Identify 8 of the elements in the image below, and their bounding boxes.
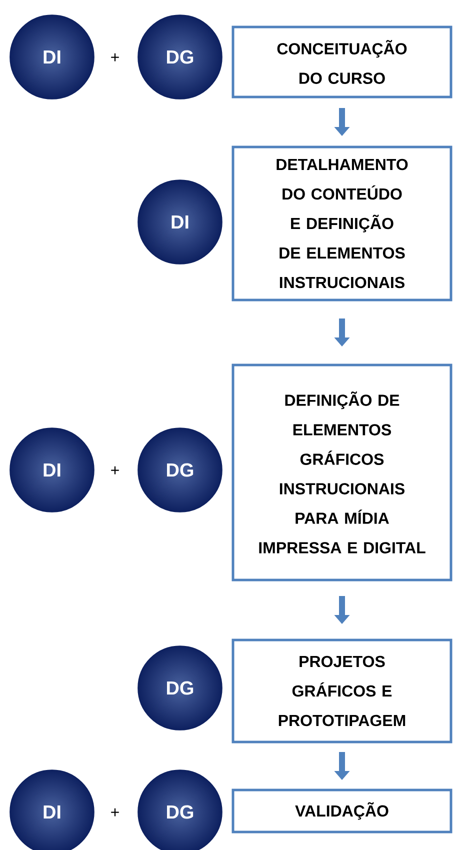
plus-sign: + [111, 808, 119, 816]
step-box: CONCEITUAÇÃO DO CURSO [232, 26, 452, 98]
step-box: DETALHAMENTO DO CONTEÚDO E DEFINIÇÃO DE ELEMENTOS INSTRUCIONAIS [232, 146, 452, 302]
plus-sign: + [111, 466, 119, 474]
step-box: DEFINIÇÃO DE ELEMENTOS GRÁFICOS INSTRUCIONAIS PARA MÍDIA IMPRESSA E DIGITAL [232, 364, 452, 582]
step-box: PROJETOS GRÁFICOS E PROTOTIPAGEM [232, 638, 452, 744]
step-box: VALIDAÇÃO [232, 788, 452, 834]
plus-sign: + [111, 53, 119, 62]
